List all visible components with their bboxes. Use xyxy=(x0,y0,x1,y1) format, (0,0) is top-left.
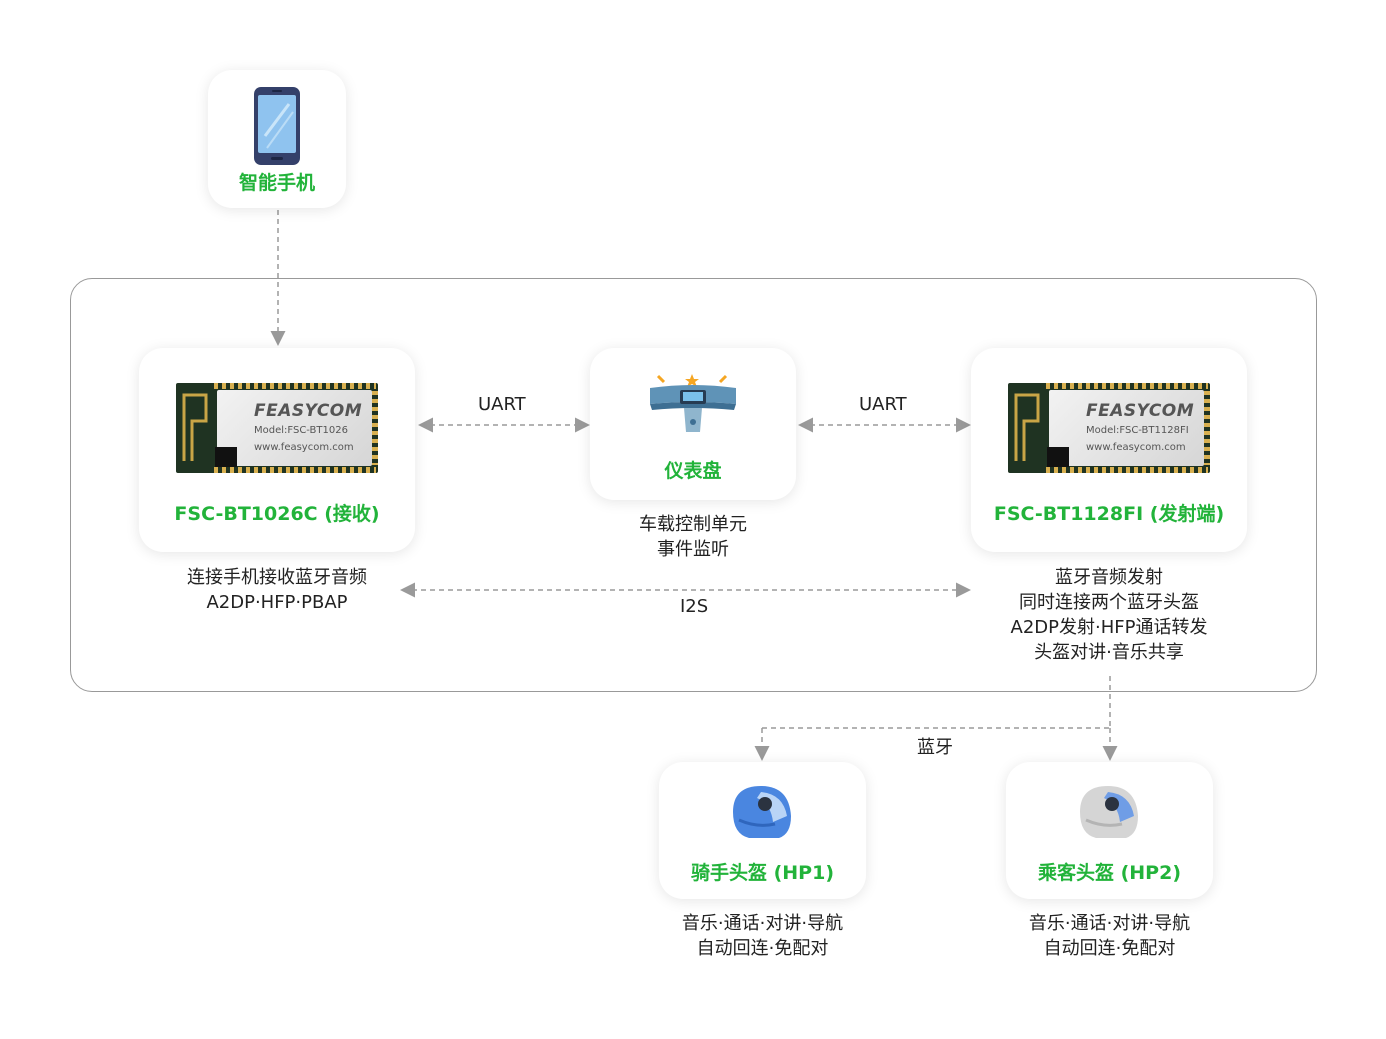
transmitter-title: FSC-BT1128FI (发射端) xyxy=(993,503,1225,525)
helmet1-desc-line: 自动回连·免配对 xyxy=(696,938,829,959)
phone-label: 智能手机 xyxy=(238,172,315,194)
smartphone-icon xyxy=(254,87,300,165)
helmet2-desc-line: 音乐·通话·对讲·导航 xyxy=(1028,913,1191,934)
helmet1-desc-line: 音乐·通话·对讲·导航 xyxy=(681,913,844,934)
helmet2-card: 乘客头盔 (HP2) xyxy=(1006,762,1213,899)
dashboard-desc-line: 事件监听 xyxy=(657,539,729,560)
helmet-icon xyxy=(733,786,791,838)
module-website: www.feasycom.com xyxy=(254,442,354,453)
helmet2-title: 乘客头盔 (HP2) xyxy=(1037,862,1182,884)
module-model: Model:FSC-BT1026 xyxy=(254,425,348,436)
uart-left-label: UART xyxy=(478,394,526,415)
helmet1-description: 音乐·通话·对讲·导航 自动回连·免配对 xyxy=(659,911,866,961)
dashboard-icon xyxy=(650,374,736,432)
module-model: Model:FSC-BT1128FI xyxy=(1086,425,1189,436)
transmitter-desc-line: A2DP发射·HFP通话转发 xyxy=(1010,617,1208,638)
dashboard-desc-line: 车载控制单元 xyxy=(639,514,747,535)
bluetooth-label: 蓝牙 xyxy=(917,737,953,758)
dashboard-label: 仪表盘 xyxy=(664,460,722,482)
module-brand: FEASYCOM xyxy=(1086,401,1195,421)
transmitter-module-board: FEASYCOM Model:FSC-BT1128FI www.feasycom… xyxy=(1008,383,1210,473)
transmitter-card: FEASYCOM Model:FSC-BT1128FI www.feasycom… xyxy=(971,348,1247,552)
i2s-label: I2S xyxy=(680,596,709,617)
receiver-desc-line: 连接手机接收蓝牙音频 xyxy=(187,567,367,588)
transmitter-desc-line: 蓝牙音频发射 xyxy=(1055,567,1163,588)
dashboard-card: 仪表盘 xyxy=(590,348,796,500)
system-frame xyxy=(70,278,1317,692)
receiver-title: FSC-BT1026C (接收) xyxy=(174,503,380,525)
receiver-description: 连接手机接收蓝牙音频 A2DP·HFP·PBAP xyxy=(139,565,415,615)
receiver-card: FEASYCOM Model:FSC-BT1026 www.feasycom.c… xyxy=(139,348,415,552)
receiver-desc-line: A2DP·HFP·PBAP xyxy=(206,592,348,613)
antenna-trace xyxy=(1014,393,1040,461)
antenna-trace xyxy=(182,393,208,461)
module-website: www.feasycom.com xyxy=(1086,442,1186,453)
transmitter-desc-line: 头盔对讲·音乐共享 xyxy=(1034,642,1184,663)
dashboard-description: 车载控制单元 事件监听 xyxy=(590,512,796,562)
helmet1-title: 骑手头盔 (HP1) xyxy=(690,862,835,884)
helmet2-desc-line: 自动回连·免配对 xyxy=(1043,938,1176,959)
transmitter-description: 蓝牙音频发射 同时连接两个蓝牙头盔 A2DP发射·HFP通话转发 头盔对讲·音乐… xyxy=(971,565,1247,665)
uart-right-label: UART xyxy=(859,394,907,415)
transmitter-desc-line: 同时连接两个蓝牙头盔 xyxy=(1019,592,1199,613)
helmet-icon xyxy=(1080,786,1138,838)
receiver-module-board: FEASYCOM Model:FSC-BT1026 www.feasycom.c… xyxy=(176,383,378,473)
module-brand: FEASYCOM xyxy=(254,401,363,421)
helmet2-description: 音乐·通话·对讲·导航 自动回连·免配对 xyxy=(1006,911,1213,961)
helmet1-card: 骑手头盔 (HP1) xyxy=(659,762,866,899)
phone-card: 智能手机 xyxy=(208,70,346,208)
